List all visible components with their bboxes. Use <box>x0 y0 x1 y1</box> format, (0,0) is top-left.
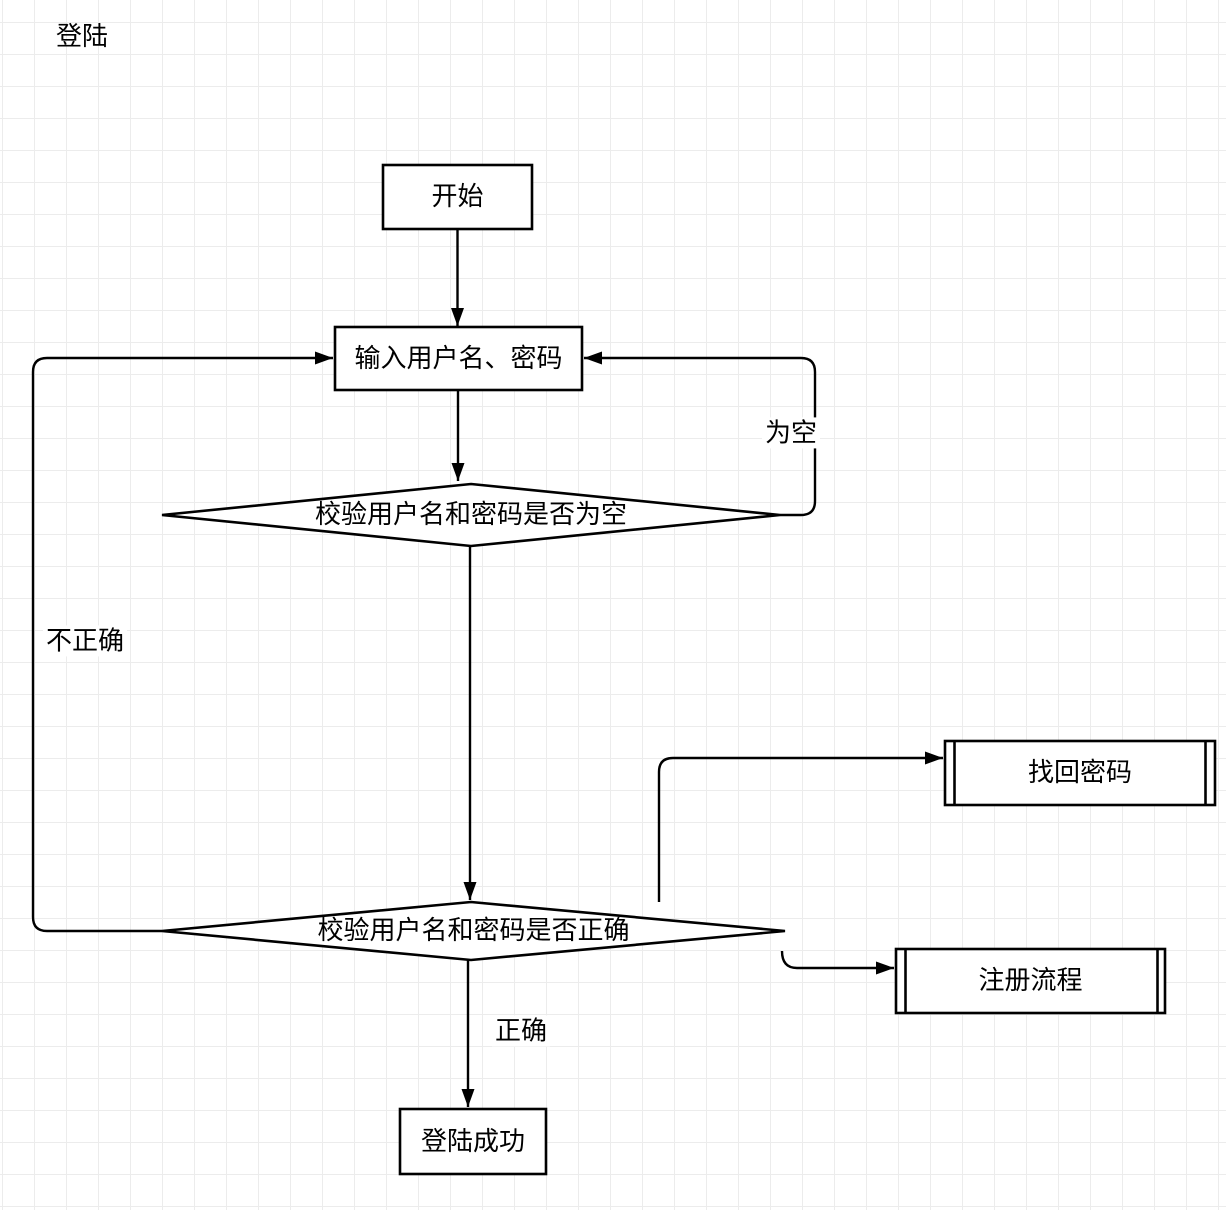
edge-label-correct[interactable]: 正确 <box>491 1015 551 1047</box>
node-success-shape[interactable] <box>398 1107 548 1176</box>
edge-label-empty[interactable]: 为空 <box>761 417 821 449</box>
node-start-shape[interactable] <box>381 163 534 231</box>
edge-label-incorrect[interactable]: 不正确 <box>42 625 128 657</box>
node-check-empty-shape[interactable] <box>161 482 781 548</box>
canvas-title[interactable]: 登陆 <box>56 21 109 51</box>
edge-to-find-password[interactable] <box>657 751 943 902</box>
node-input-shape[interactable] <box>333 325 584 392</box>
edge-incorrect-loop-to-input[interactable] <box>31 351 333 933</box>
node-find-password-shape[interactable] <box>943 739 1217 807</box>
node-check-correct-shape[interactable] <box>161 900 786 962</box>
edge-to-register[interactable] <box>780 950 894 975</box>
node-register-shape[interactable] <box>894 947 1167 1015</box>
